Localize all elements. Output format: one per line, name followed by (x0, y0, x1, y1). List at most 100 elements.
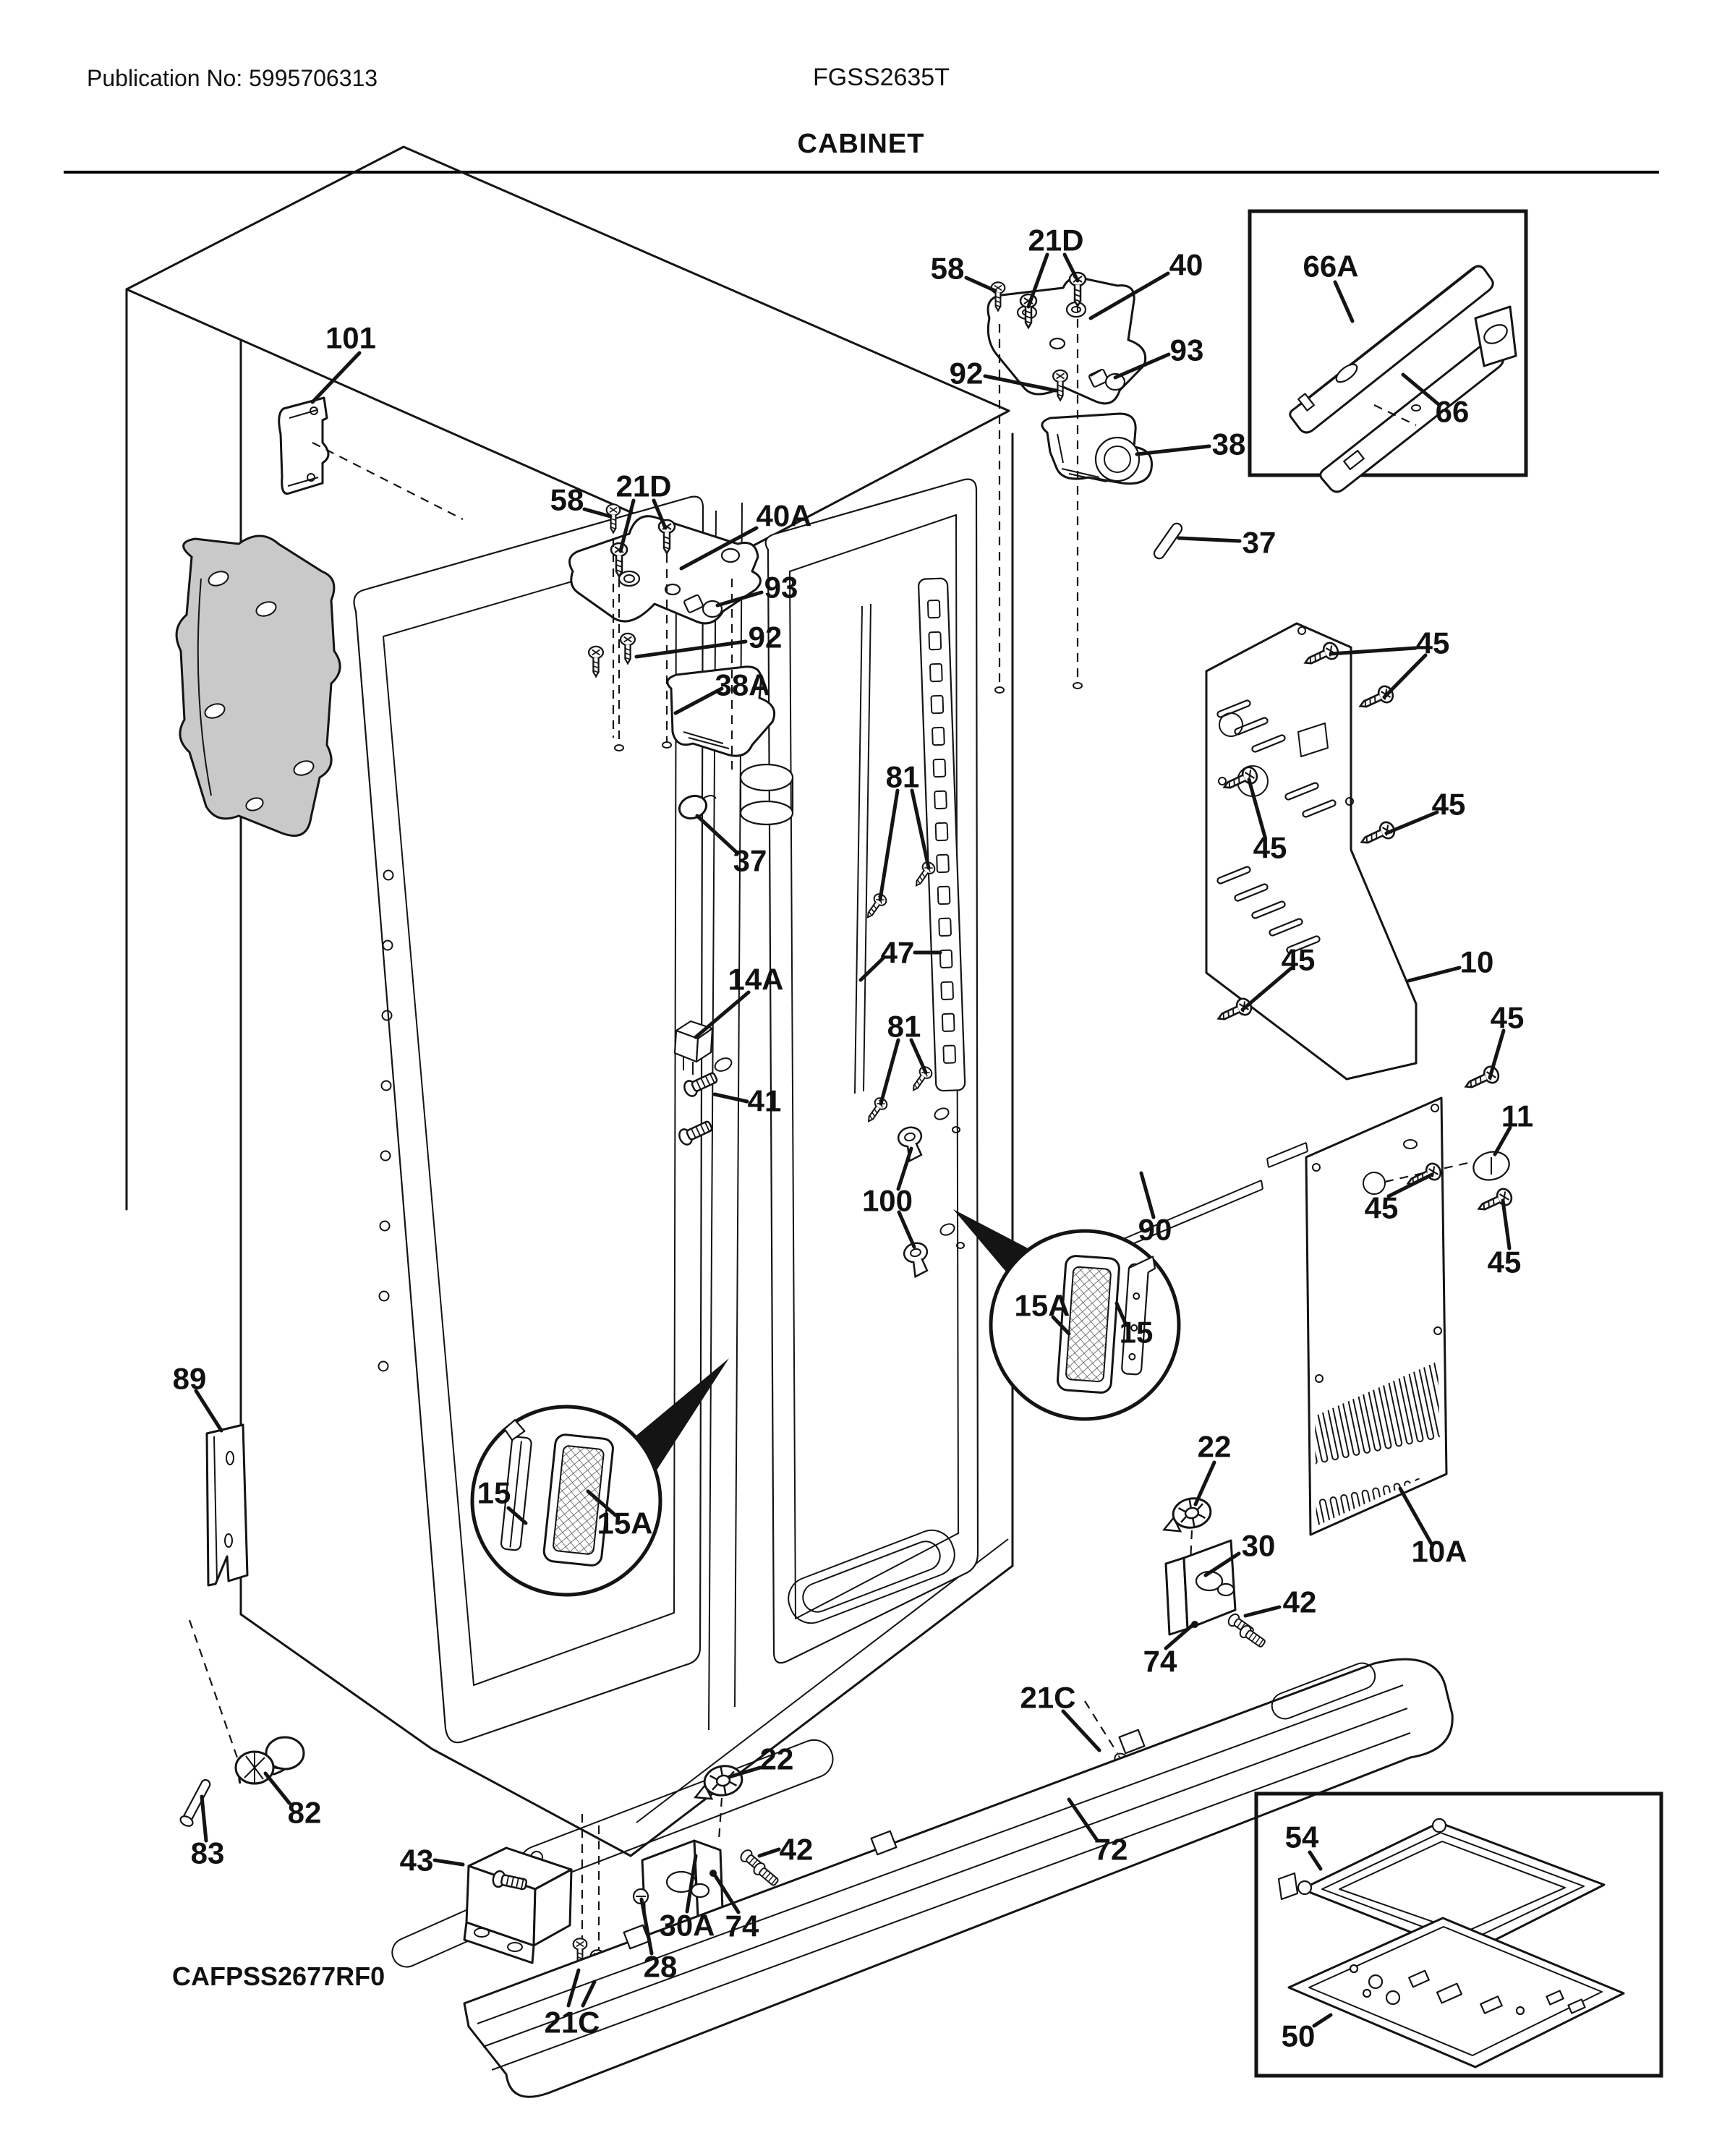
callout-66: 66 (1401, 372, 1470, 429)
callout-label: 42 (780, 1833, 814, 1867)
callout-leader (1139, 1171, 1156, 1219)
callout-label: 10A (1411, 1535, 1467, 1569)
callout-38: 38 (1135, 427, 1246, 461)
callout-93: 93 (1113, 333, 1203, 380)
callout-leader (506, 1506, 528, 1525)
callout-leader (1164, 1622, 1195, 1650)
callout-leader (1386, 1172, 1434, 1198)
callout-label: 10 (1460, 945, 1494, 979)
callout-leader (1501, 1198, 1512, 1250)
callout-leader (858, 956, 885, 982)
callout-leader (652, 498, 668, 530)
callout-101: 101 (310, 321, 376, 404)
callout-leader (1113, 352, 1171, 380)
callout-label: 45 (1491, 1001, 1525, 1035)
callout-label: 14A (728, 963, 783, 997)
callout-label: 11 (1501, 1099, 1533, 1133)
callout-54: 54 (1285, 1820, 1323, 1871)
callout-15A: 15A (1014, 1289, 1071, 1336)
callout-72: 72 (1067, 1797, 1128, 1867)
callout-leader (1135, 444, 1211, 456)
part-tray-50 (1287, 1917, 1625, 2068)
callout-leader (432, 1858, 465, 1867)
callout-leader (715, 590, 764, 608)
callout-leader (1243, 1605, 1282, 1618)
part-pin-37 (1153, 522, 1183, 560)
shelf-holes (378, 869, 394, 1372)
callout-label: 93 (764, 571, 798, 605)
callout-74: 74 (1143, 1622, 1195, 1679)
callout-58: 58 (931, 252, 997, 293)
callout-leader (1382, 653, 1428, 699)
callout-leader (1247, 777, 1267, 839)
callout-label: 15A (1014, 1289, 1070, 1323)
callout-47: 47 (858, 936, 942, 982)
callout-leader (694, 990, 751, 1039)
callout-leader (878, 788, 900, 902)
callout-label: 45 (1282, 943, 1316, 977)
callout-leader (1240, 966, 1293, 1012)
callout-90: 90 (1138, 1171, 1172, 1247)
callout-leader (695, 814, 739, 855)
callout-label: 45 (1365, 1191, 1399, 1225)
callout-label: 42 (1283, 1585, 1317, 1619)
callout-label: 74 (1143, 1645, 1177, 1679)
part-plug-93b (683, 594, 723, 618)
callout-label: 30A (659, 1909, 715, 1943)
part-knobs-100 (895, 1107, 965, 1279)
callout-label: 15A (597, 1507, 652, 1541)
callout-label: 58 (931, 252, 965, 286)
callout-leader (194, 1389, 223, 1433)
callout-label: 66A (1303, 250, 1358, 284)
part-toe-grille-72 (463, 1658, 1454, 2098)
callout-92: 92 (634, 621, 783, 659)
callout-leader (679, 526, 759, 571)
callout-leader (685, 1854, 698, 1914)
callout-label: 90 (1138, 1213, 1172, 1247)
callout-label: 92 (749, 621, 783, 655)
callout-label: 15 (1120, 1316, 1154, 1350)
callout-leader (1193, 1460, 1216, 1507)
callout-leader (1384, 810, 1439, 835)
callout-leader (586, 1489, 618, 1517)
callout-label: 66 (1436, 395, 1470, 429)
callout-leader (618, 498, 636, 553)
callout-label: 54 (1285, 1820, 1319, 1854)
callout-28: 28 (639, 1897, 677, 1984)
callout-label: 83 (191, 1836, 225, 1870)
callout-leader (673, 686, 724, 715)
callout-50: 50 (1282, 2013, 1333, 2053)
callout-45: 45 (1240, 943, 1316, 1012)
callout-label: 38 (1212, 427, 1246, 461)
callout-label: 45 (1432, 788, 1466, 822)
callout-leader (983, 374, 1058, 393)
callout-label: 15 (477, 1476, 511, 1510)
part-switch-14a (673, 1020, 714, 1075)
callout-leader (879, 1038, 900, 1106)
inset-filter-right (953, 1209, 1181, 1421)
callout-label: 74 (725, 1909, 759, 1943)
callout-81: 81 (879, 1010, 928, 1106)
part-rail-66 (1319, 305, 1517, 493)
callout-10: 10 (1407, 945, 1494, 983)
callout-leader (200, 1794, 208, 1843)
part-bracket-101 (278, 396, 464, 520)
callout-14A: 14A (694, 963, 784, 1039)
callout-label: 82 (288, 1796, 322, 1830)
callout-label: 41 (748, 1084, 782, 1118)
callout-45: 45 (1365, 1172, 1434, 1225)
callout-leader (896, 1146, 913, 1191)
callout-label: 50 (1282, 2019, 1316, 2053)
callout-label: 89 (173, 1362, 207, 1396)
callout-40: 40 (1088, 248, 1203, 320)
callout-30: 30 (1203, 1529, 1275, 1577)
callout-30A: 30A (659, 1854, 715, 1943)
callout-leader (1333, 280, 1355, 323)
part-insulation (175, 534, 341, 837)
callout-leader (634, 639, 748, 659)
callout-81: 81 (878, 760, 931, 902)
callout-label: 40 (1169, 248, 1203, 282)
callout-label: 21D (1028, 223, 1083, 257)
inset-tray-50 (1254, 1791, 1663, 2078)
